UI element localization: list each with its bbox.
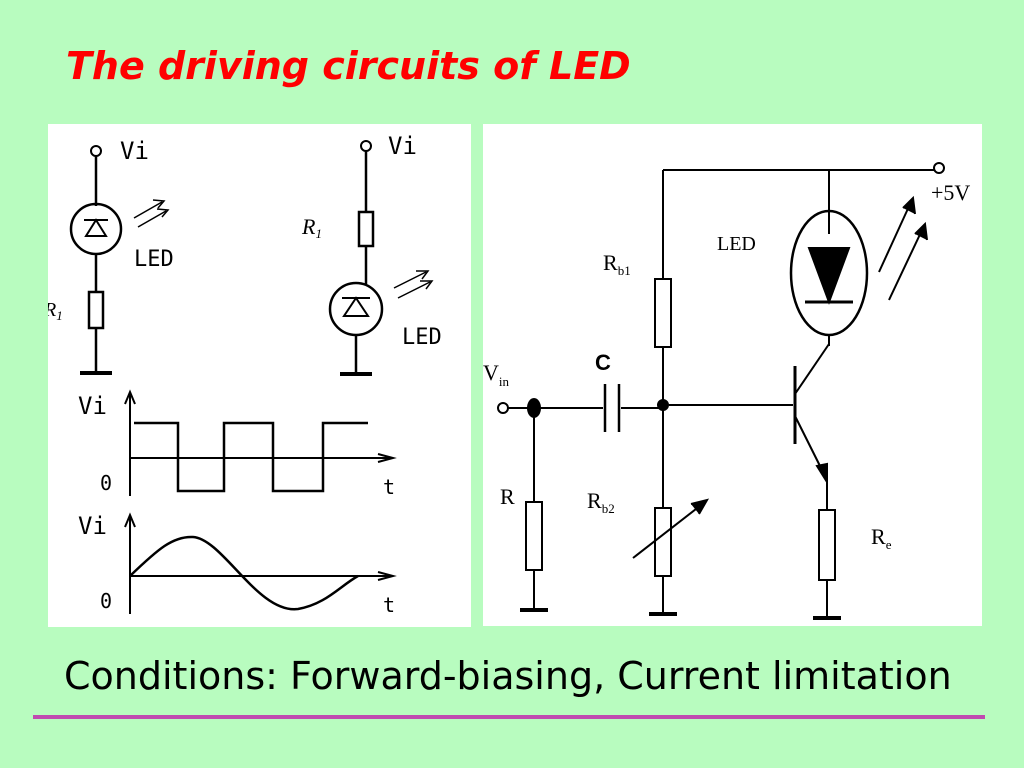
resistor-re — [818, 509, 836, 581]
transistor-driver-diagram: +5V LED Rb1 Rb2 Re R C Vin — [483, 162, 970, 620]
transistor-collector — [794, 343, 830, 395]
resistor-r1-a — [87, 290, 105, 330]
terminal-5v — [933, 162, 945, 174]
square-y-label: Vi — [78, 392, 107, 420]
bottom-divider — [33, 715, 985, 719]
label-vi-a: Vi — [120, 137, 149, 165]
terminal-vi-b — [360, 140, 372, 152]
light-arrow-a1 — [133, 201, 163, 219]
resistor-rb2 — [654, 507, 672, 577]
label-r1-b: R1 — [301, 214, 322, 241]
square-wave-plot — [124, 389, 397, 496]
led-a-diode — [84, 218, 108, 237]
led-b-diode — [342, 296, 370, 317]
led-a-body — [69, 202, 123, 256]
resistor-r1-b — [357, 210, 375, 248]
square-wave — [134, 421, 368, 493]
label-rb2: Rb2 — [587, 488, 615, 516]
label-5v: +5V — [931, 180, 970, 205]
terminal-vin — [497, 402, 509, 414]
label-r: R — [500, 484, 515, 509]
input-node — [527, 398, 541, 418]
label-vi-b: Vi — [388, 132, 417, 160]
light-arrow-a2 — [137, 210, 167, 228]
light-arrow-b2 — [397, 281, 431, 299]
circuit-b — [328, 140, 434, 376]
light-arrow-b1 — [393, 271, 427, 289]
resistor-rb1 — [654, 278, 672, 348]
led-b-body — [328, 281, 384, 337]
label-c: C — [595, 350, 611, 375]
sine-y-label: Vi — [78, 512, 107, 540]
terminal-vi-a — [90, 145, 102, 157]
label-led: LED — [717, 233, 756, 255]
label-r1-a: R1 — [48, 299, 63, 323]
sine-origin-label: 0 — [100, 589, 112, 613]
simple-circuits-diagram: Vi LED R1 Vi R1 LED — [48, 132, 442, 617]
sine-x-label: t — [383, 593, 395, 617]
sine-wave — [129, 535, 359, 611]
label-re: Re — [871, 524, 892, 552]
led-diode — [807, 247, 851, 305]
circuit-a — [69, 145, 170, 375]
label-vin: Vin — [483, 360, 510, 389]
label-led-a: LED — [134, 247, 174, 272]
sine-wave-plot — [124, 512, 397, 614]
square-origin-label: 0 — [100, 471, 112, 495]
label-led-b: LED — [402, 325, 442, 350]
square-x-label: t — [383, 475, 395, 499]
label-rb1: Rb1 — [603, 250, 631, 278]
led-light-arrow-2 — [888, 227, 924, 301]
slide-title: The driving circuits of LED — [66, 44, 631, 88]
rb2-adjust-arrow — [632, 501, 706, 559]
base-node — [657, 399, 669, 411]
simple-led-circuits-panel: Vi LED R1 Vi R1 LED — [48, 124, 471, 627]
transistor-driver-panel: +5V LED Rb1 Rb2 Re R C Vin — [483, 124, 982, 626]
resistor-r — [525, 501, 543, 571]
led-light-arrow-1 — [878, 201, 912, 273]
conditions-caption: Conditions: Forward-biasing, Current lim… — [64, 654, 952, 698]
